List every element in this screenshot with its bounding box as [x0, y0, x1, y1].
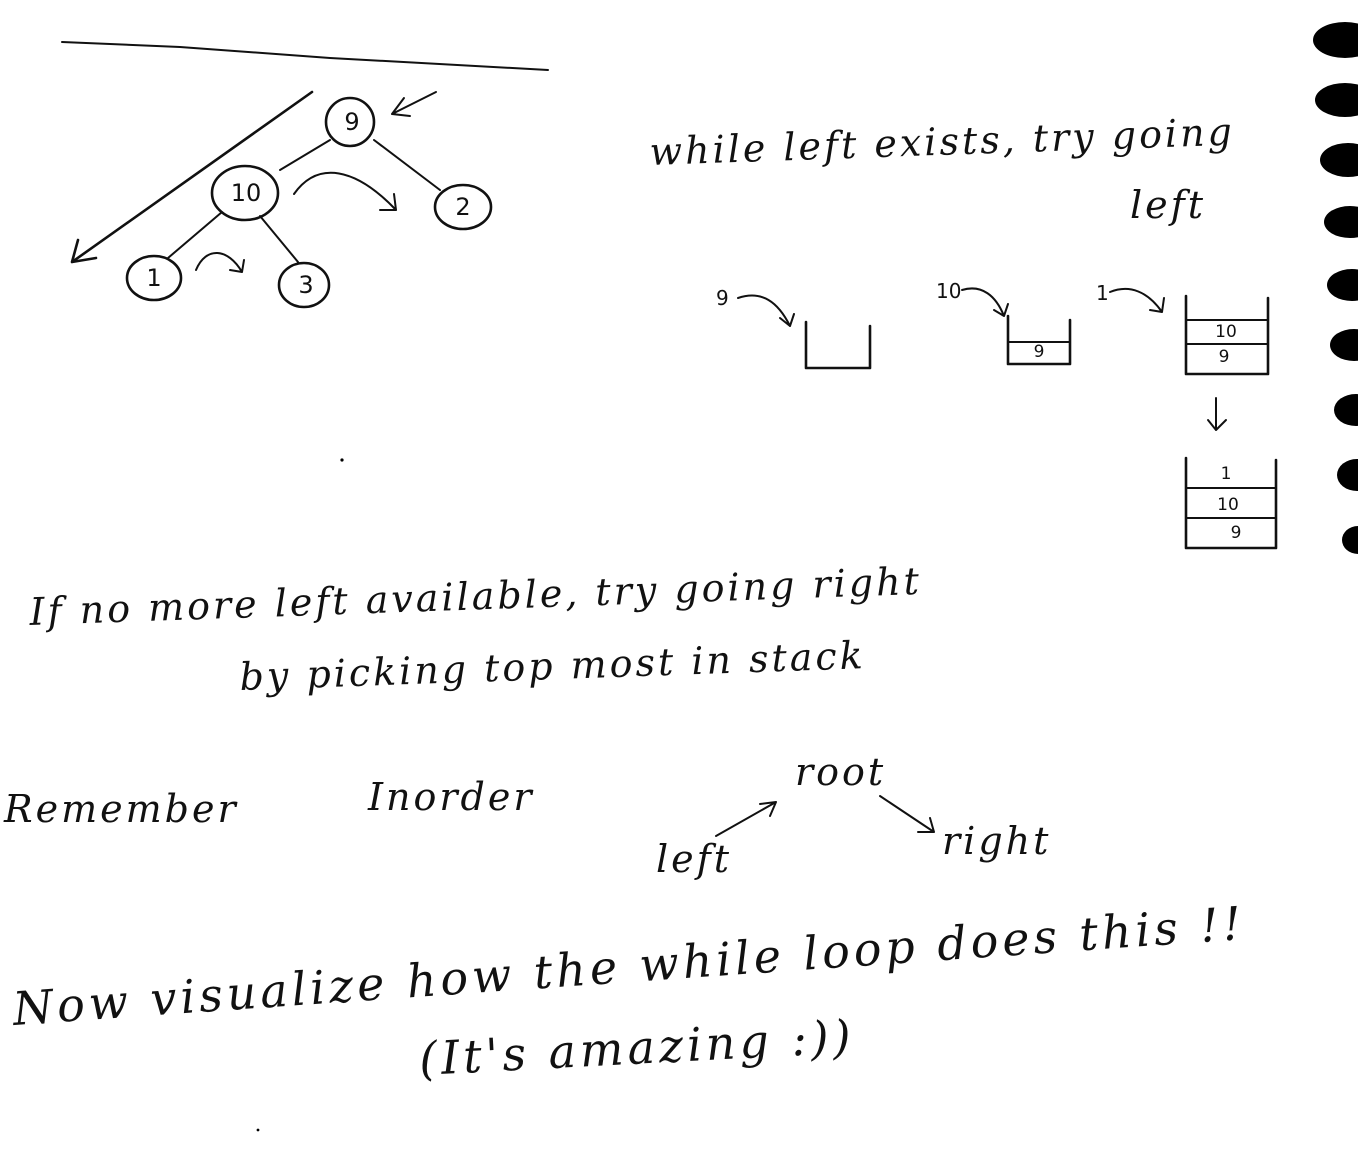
ink-speck — [256, 1128, 260, 1132]
tree-node: 9 — [324, 96, 376, 148]
tree-edge — [373, 139, 441, 191]
stack-cell: 9 — [1034, 342, 1045, 362]
stack-cell: 1 — [1221, 464, 1232, 484]
note-go-left-line2: left — [1130, 183, 1206, 227]
push-arrow — [737, 294, 795, 327]
ink-speck — [340, 458, 344, 462]
binary-tree: 9 10 2 1 3 — [70, 90, 493, 309]
push-label: 10 — [936, 279, 961, 303]
stack-sequence: 9 10 9 1 10 9 1 10 9 — [716, 279, 1278, 550]
note-visualize-line1: Now visualize how the while loop does th… — [10, 896, 1247, 1036]
spiral-binding — [1313, 22, 1358, 554]
push-label: 1 — [1096, 281, 1109, 305]
tree-edge — [259, 215, 299, 263]
note-inorder: Inorder — [367, 775, 535, 819]
note-visualize-line2: (It's amazing :)) — [418, 1009, 856, 1086]
tree-node-label: 1 — [146, 264, 161, 292]
top-line — [61, 41, 549, 71]
stack-container — [1184, 456, 1278, 550]
sibling-arrow — [195, 252, 245, 273]
tree-node-label: 2 — [455, 193, 470, 221]
stack-container — [1184, 294, 1270, 376]
stack-container — [804, 320, 872, 370]
left-to-right-arrow — [293, 171, 397, 211]
inorder-diagram: root left right — [656, 750, 1051, 881]
inorder-root-label: root — [795, 750, 886, 794]
push-arrow — [1109, 287, 1165, 313]
stack-cell: 9 — [1219, 347, 1230, 367]
inorder-left-label: left — [656, 837, 732, 881]
stack-cell: 10 — [1217, 495, 1239, 515]
root-to-right-arrow — [879, 795, 935, 833]
tree-node-label: 9 — [344, 108, 359, 136]
tree-edge — [279, 139, 331, 171]
note-go-right-line2: by picking top most in stack — [239, 633, 867, 699]
tree-node: 3 — [277, 261, 331, 309]
note-remember: Remember — [3, 787, 239, 831]
tree-node: 2 — [433, 183, 493, 231]
note-go-right-line1: If no more left available, try going rig… — [28, 559, 923, 634]
note-go-left-line1: while left exists, try going — [649, 110, 1236, 174]
tree-edge — [167, 211, 223, 259]
left-to-root-arrow — [715, 801, 777, 837]
inorder-right-label: right — [942, 819, 1051, 863]
down-arrow — [1207, 397, 1227, 431]
tree-node: 1 — [125, 254, 183, 302]
push-label: 9 — [716, 286, 729, 310]
stack-cell: 9 — [1231, 523, 1242, 543]
tree-node: 10 — [210, 164, 280, 222]
root-pointer-arrow — [391, 91, 437, 117]
go-left-arrow — [70, 90, 314, 264]
tree-node-label: 3 — [298, 271, 313, 299]
tree-node-label: 10 — [231, 179, 262, 207]
push-arrow — [961, 287, 1009, 317]
stack-cell: 10 — [1215, 322, 1237, 342]
